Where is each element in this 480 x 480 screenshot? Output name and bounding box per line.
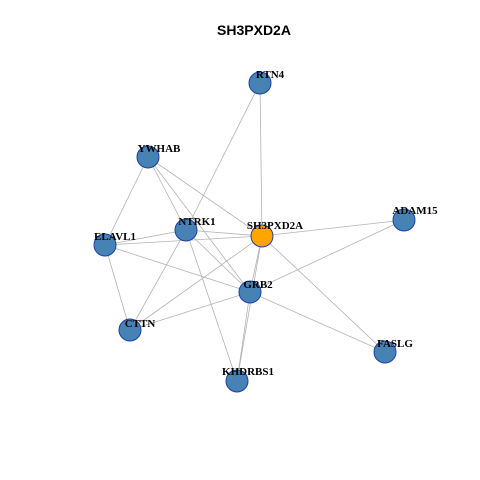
node-ntrk1[interactable] (174, 218, 198, 242)
node-sh3pxd2a[interactable] (250, 224, 274, 248)
edge-grb2-khdrbs1 (236, 291, 251, 382)
edge-ntrk1-sh3pxd2a (185, 229, 263, 237)
edge-rtn4-sh3pxd2a (259, 82, 263, 237)
edge-sh3pxd2a-faslg (261, 235, 386, 353)
graph-title: SH3PXD2A (217, 22, 291, 38)
node-rtn4[interactable] (248, 71, 272, 95)
edge-grb2-faslg (249, 291, 386, 353)
node-grb2[interactable] (238, 280, 262, 304)
edge-grb2-cttn (129, 291, 251, 331)
edge-ywhab-grb2 (147, 156, 251, 293)
edge-elavl1-grb2 (104, 244, 251, 293)
edge-sh3pxd2a-khdrbs1 (236, 235, 263, 382)
edge-ywhab-ntrk1 (147, 156, 187, 231)
edge-ntrk1-cttn (129, 229, 187, 331)
node-cttn[interactable] (118, 318, 142, 342)
node-label-ntrk1: NTRK1 (178, 216, 215, 228)
node-faslg[interactable] (373, 340, 397, 364)
edge-rtn4-ntrk1 (185, 82, 261, 231)
edge-ywhab-sh3pxd2a (147, 156, 263, 237)
node-layer (93, 71, 416, 393)
node-label-ywhab: YWHAB (138, 143, 181, 155)
node-label-khdrbs1: KHDRBS1 (222, 366, 274, 378)
node-label-elavl1: ELAVL1 (94, 231, 136, 243)
edge-ntrk1-grb2 (185, 229, 251, 293)
node-adam15[interactable] (392, 208, 416, 232)
edge-sh3pxd2a-adam15 (261, 219, 405, 237)
edge-elavl1-cttn (104, 244, 131, 331)
edge-ywhab-elavl1 (104, 156, 149, 246)
node-khdrbs1[interactable] (225, 369, 249, 393)
node-elavl1[interactable] (93, 233, 117, 257)
edge-sh3pxd2a-cttn (129, 235, 263, 331)
node-ywhab[interactable] (136, 145, 160, 169)
node-label-rtn4: RTN4 (256, 69, 285, 81)
node-label-faslg: FASLG (377, 338, 413, 350)
edge-ntrk1-khdrbs1 (185, 229, 238, 382)
edge-adam15-grb2 (249, 219, 405, 293)
node-label-sh3pxd2a: SH3PXD2A (247, 220, 303, 232)
node-label-grb2: GRB2 (243, 279, 273, 291)
node-label-cttn: CTTN (125, 318, 156, 330)
node-label-adam15: ADAM15 (392, 205, 438, 217)
edge-ntrk1-elavl1 (104, 229, 187, 246)
